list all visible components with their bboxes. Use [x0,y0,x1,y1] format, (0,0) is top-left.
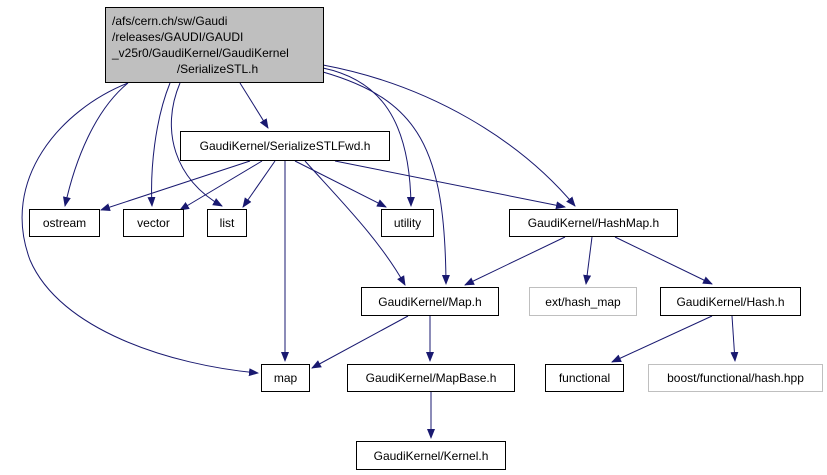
node-mapbase-h[interactable]: GaudiKernel/MapBase.h [347,364,515,392]
node-ext-hash-map: ext/hash_map [529,287,637,316]
node-ostream[interactable]: ostream [29,209,100,237]
edge-fwd-to-vector [179,160,263,211]
edge-root-to-list [170,82,223,207]
node-serializestlfwd-h[interactable]: GaudiKernel/SerializeSTLFwd.h [180,131,390,161]
root-line-4: /SerializeSTL.h [176,62,259,76]
edge-root-to-hashmap [322,64,576,207]
root-line-3: _v25r0/GaudiKernel/GaudiKernel [112,46,289,60]
edge-fwd-to-ostream [100,160,251,211]
node-hashmap-h[interactable]: GaudiKernel/HashMap.h [509,209,678,237]
node-vector[interactable]: vector [123,209,184,237]
edge-root-to-ostream [63,82,129,207]
edge-root-to-map [21,82,259,377]
edge-root-to-maph [322,71,450,285]
node-map-h[interactable]: GaudiKernel/Map.h [361,287,499,316]
node-map[interactable]: map [261,364,310,392]
edge-fwd-to-list [242,160,276,208]
edge-root-to-fwd [239,82,269,129]
node-list[interactable]: list [207,209,247,237]
node-serializestl-h[interactable]: /afs/cern.ch/sw/Gaudi /releases/GAUDI/GA… [105,7,324,83]
edge-fwd-to-hashmap [334,160,566,210]
edge-hashh-to-functional [611,315,713,363]
edge-hashmap-to-exthash [583,236,593,285]
node-kernel-h[interactable]: GaudiKernel/Kernel.h [356,441,506,470]
edge-hashh-to-boosthash [730,315,739,362]
edge-fwd-to-maph [304,160,406,286]
edge-maph-to-map [311,315,409,369]
node-functional[interactable]: functional [545,364,624,392]
edge-root-to-vector [147,82,171,207]
edge-hashmap-to-hashh [614,236,713,285]
node-boost-functional-hash: boost/functional/hash.hpp [648,364,823,392]
root-line-1: /afs/cern.ch/sw/Gaudi [112,14,228,28]
edge-root-to-utility [322,67,415,207]
node-hash-h[interactable]: GaudiKernel/Hash.h [660,287,801,316]
edge-fwd-to-utility [294,160,387,208]
edge-hashmap-to-maph [464,236,566,286]
node-utility[interactable]: utility [381,209,434,237]
root-line-2: /releases/GAUDI/GAUDI [112,30,244,44]
